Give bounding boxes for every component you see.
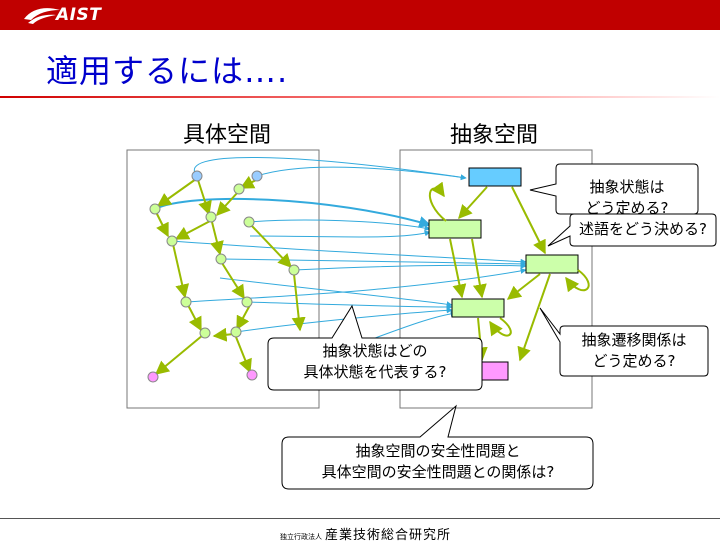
callout-transition-line2: どう定める? xyxy=(592,352,676,370)
aist-swoosh-icon xyxy=(24,8,60,24)
concrete-state xyxy=(288,264,300,276)
error-concrete-state xyxy=(147,371,159,383)
callout-transition xyxy=(539,307,709,377)
title-underline xyxy=(0,96,720,98)
concrete-state xyxy=(243,216,255,228)
concrete-state xyxy=(230,326,242,338)
concrete-state xyxy=(215,253,227,265)
callout-representative xyxy=(267,304,483,391)
concrete-state xyxy=(199,327,211,339)
concrete-state xyxy=(180,296,192,308)
callout-representative-text: 抽象状態はどの 具体状態を代表する? xyxy=(272,341,478,383)
callout-safety xyxy=(281,404,594,490)
org-name: 産業技術総合研究所 xyxy=(325,528,452,543)
callout-abstract-state-text: 抽象状態は どう定める? xyxy=(560,177,694,219)
abstract-initial-state xyxy=(468,167,522,187)
callout-transition-text: 抽象遷移関係は どう定める? xyxy=(564,330,704,372)
callout-representative-line2: 具体状態を代表する? xyxy=(303,363,447,381)
abstract-state xyxy=(451,298,505,318)
footer-divider xyxy=(0,518,720,519)
concrete-state xyxy=(205,211,217,223)
callout-safety-text: 抽象空間の安全性問題と 具体空間の安全性問題との関係は? xyxy=(288,441,588,483)
callout-predicate-text: 述語をどう決める? xyxy=(579,220,707,238)
abstract-transitions xyxy=(429,181,590,362)
error-concrete-state xyxy=(246,369,258,381)
callout-predicate xyxy=(547,213,717,247)
callout-safety-line1: 抽象空間の安全性問題と xyxy=(355,442,521,460)
callout-abstract-state xyxy=(529,163,699,215)
logo-text: AIST xyxy=(56,5,102,25)
callout-representative-line1: 抽象状態はどの xyxy=(322,342,428,360)
concrete-states xyxy=(147,170,300,383)
concrete-state xyxy=(233,183,245,195)
callout-abstract-state-line2: どう定める? xyxy=(585,199,669,217)
callout-transition-line1: 抽象遷移関係は xyxy=(581,331,687,349)
concrete-state xyxy=(241,296,253,308)
abstract-space-heading: 抽象空間 xyxy=(450,123,539,148)
callout-abstract-state-line1: 抽象状態は xyxy=(589,178,665,196)
footer-organization: 独立行政法人 産業技術総合研究所 xyxy=(280,524,451,543)
concrete-state xyxy=(166,235,178,247)
org-prefix: 独立行政法人 xyxy=(280,533,322,541)
initial-concrete-state xyxy=(251,170,263,182)
abstract-state xyxy=(428,219,482,239)
concrete-space-heading: 具体空間 xyxy=(183,123,272,148)
aist-logo: AIST xyxy=(22,3,101,27)
slide-title: 適用するには…. xyxy=(46,52,289,90)
concrete-transitions xyxy=(154,175,306,375)
abstract-state xyxy=(525,254,579,274)
header-bar: AIST xyxy=(0,0,720,30)
concrete-state xyxy=(149,203,161,215)
state-mapping-lines xyxy=(154,156,527,376)
initial-concrete-state xyxy=(191,170,203,182)
callout-safety-line2: 具体空間の安全性問題との関係は? xyxy=(321,463,555,481)
